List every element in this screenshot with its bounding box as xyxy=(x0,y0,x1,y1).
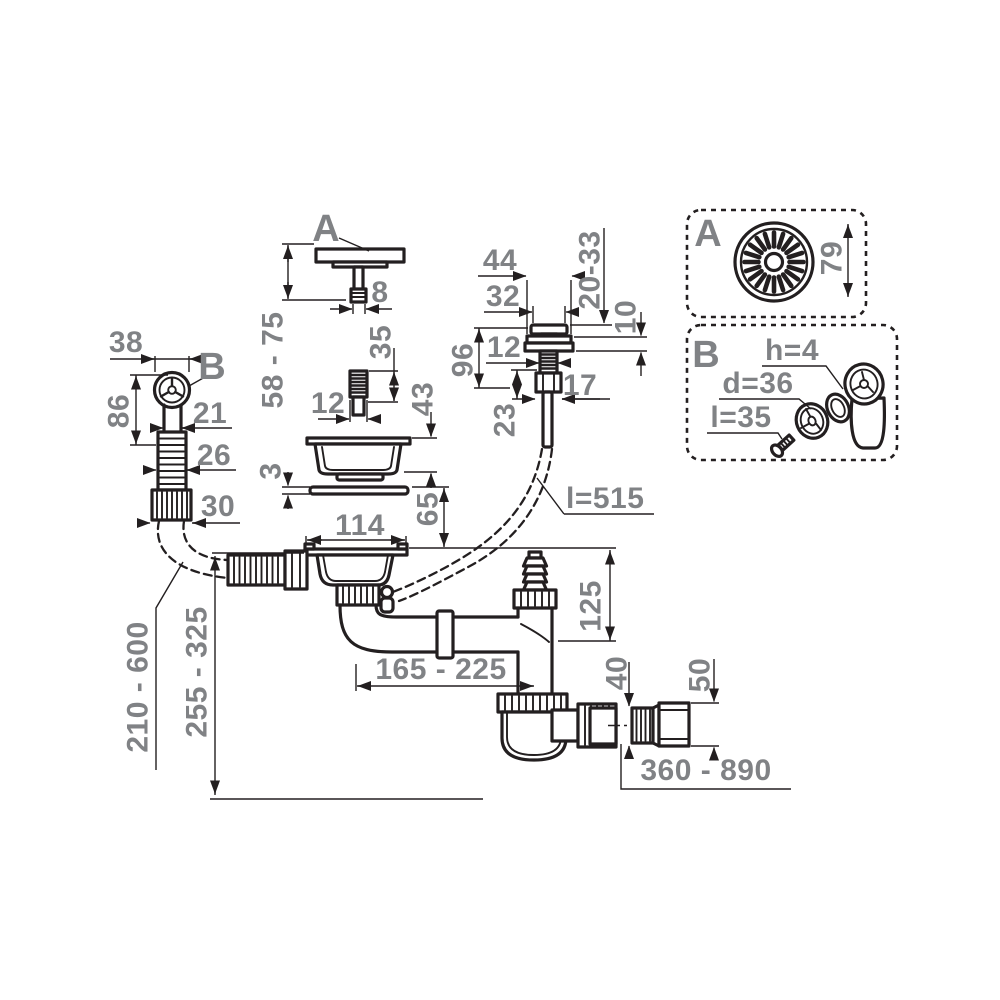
dim-label: l=515 xyxy=(566,482,644,515)
dim-label: l=35 xyxy=(710,401,771,434)
detail-a-label: A xyxy=(694,213,721,255)
siphon-bottle xyxy=(496,692,569,762)
detail-a-box: A 79 xyxy=(685,208,868,319)
dim-label: 10 xyxy=(610,300,643,334)
pop-up-pin xyxy=(523,323,575,449)
detail-b-gasket-height-label: h=4 xyxy=(762,334,844,390)
dim-label: 32 xyxy=(486,280,520,313)
waste-elbow xyxy=(338,603,520,660)
dim-plug-stem-width: 8 xyxy=(330,276,392,314)
cable-lever xyxy=(379,584,395,614)
dim-overflow-head-width: 38 xyxy=(109,326,203,372)
dim-pin-rod: 23 xyxy=(489,369,537,437)
overflow-head xyxy=(152,370,192,410)
dim-pin-length: 96 xyxy=(447,327,528,389)
strainer-bowl xyxy=(315,553,395,607)
dim-label: 50 xyxy=(684,658,717,692)
dim-cable-length: l=515 xyxy=(536,477,654,515)
detail-b-box: B h=4 d=36 xyxy=(685,323,899,462)
dim-riser-height: 125 xyxy=(558,550,616,642)
dim-pin-plate: 10 xyxy=(574,300,647,376)
dim-label: 65 xyxy=(412,492,445,526)
inlet-corrugated-hose xyxy=(226,549,309,591)
dim-basket-drop: 65 xyxy=(412,486,449,547)
dim-label: h=4 xyxy=(765,334,819,367)
dim-label: 8 xyxy=(371,276,388,309)
outlet-hose xyxy=(550,702,661,749)
dim-label: 12 xyxy=(311,387,345,420)
dim-label: 165 - 225 xyxy=(375,653,506,686)
dim-screw-length: 35 xyxy=(365,325,399,403)
dim-basket-height: 43 xyxy=(404,382,440,488)
dim-label: 21 xyxy=(193,397,227,430)
dim-overflow-hose-range: 210 - 600 xyxy=(122,561,184,770)
detail-b-elbow xyxy=(843,362,887,450)
dim-label: 17 xyxy=(563,369,597,402)
overflow-view-label: B xyxy=(188,346,226,388)
dim-height-range: 255 - 325 xyxy=(181,552,483,800)
basket-insert xyxy=(305,436,412,482)
plug-view-label: A xyxy=(312,208,339,250)
dim-screw-width: 12 xyxy=(311,387,381,424)
dim-outlet-hose-dia: 40 xyxy=(601,656,634,759)
dim-overflow-neck: 21 xyxy=(150,397,232,433)
dim-label: 44 xyxy=(483,244,517,277)
dim-outlet-length-range: 360 - 890 xyxy=(620,744,791,790)
dim-label: 40 xyxy=(601,656,634,690)
dim-label: 360 - 890 xyxy=(640,754,771,787)
overflow-hose-dashed xyxy=(156,519,230,580)
dim-label: 43 xyxy=(407,382,440,416)
outlet-end-fitting xyxy=(657,701,691,748)
dim-pin-thread-width: 12 xyxy=(486,331,571,368)
overflow-label-text: B xyxy=(198,346,225,388)
detail-b-screw-length-label: l=35 xyxy=(707,401,783,440)
dim-flange-width: 114 xyxy=(305,509,407,545)
plug-cross-section xyxy=(314,237,406,304)
dim-label: 23 xyxy=(489,403,522,437)
dim-pin-flange-width: 32 xyxy=(484,280,579,323)
strainer-slots xyxy=(742,230,806,294)
flat-gasket xyxy=(308,485,410,496)
dim-label: 96 xyxy=(447,343,480,377)
detail-b-gasket xyxy=(825,392,851,424)
dim-label: 86 xyxy=(103,394,136,428)
dim-overflow-pipe: 26 xyxy=(143,439,236,475)
detail-b-screw xyxy=(769,433,796,458)
dim-overflow-end: 30 xyxy=(137,490,240,528)
strainer-flange xyxy=(303,542,409,557)
dim-label: 3 xyxy=(255,462,288,479)
detail-a-strainer xyxy=(733,221,815,303)
dim-label: 12 xyxy=(487,331,521,364)
dim-outlet-end-dia: 50 xyxy=(684,658,719,761)
dim-label: 79 xyxy=(816,241,849,275)
dim-label: 255 - 325 xyxy=(181,606,214,737)
detail-b-gasket-dia-label: d=36 xyxy=(719,367,812,410)
dim-label: 20-33 xyxy=(574,230,607,309)
detail-b-rosette xyxy=(794,402,830,440)
dim-plug-height-range: 58 - 75 xyxy=(257,243,346,409)
dim-label: 26 xyxy=(197,439,231,472)
standpipe-tee xyxy=(512,550,558,696)
detail-b-label: B xyxy=(692,334,719,376)
dim-gasket-thickness: 3 xyxy=(255,462,310,509)
dim-label: d=36 xyxy=(722,367,793,400)
dim-overflow-height: 86 xyxy=(103,374,168,446)
dim-label: 35 xyxy=(365,325,398,359)
locking-screw xyxy=(348,369,369,417)
dim-strainer-dia: 79 xyxy=(816,224,853,297)
dim-label: 30 xyxy=(201,490,235,523)
dim-pin-travel: 20-33 xyxy=(570,228,612,326)
dim-label: 210 - 600 xyxy=(122,621,155,752)
dim-label: 114 xyxy=(335,509,385,542)
dim-label: 125 xyxy=(575,580,608,632)
dim-pin-nut-width: 17 xyxy=(512,369,610,404)
overflow-corrugated-pipe xyxy=(150,430,193,522)
dim-horizontal-span: 165 - 225 xyxy=(355,653,534,691)
dim-label: 38 xyxy=(109,326,143,359)
dim-label: 58 - 75 xyxy=(257,312,290,409)
